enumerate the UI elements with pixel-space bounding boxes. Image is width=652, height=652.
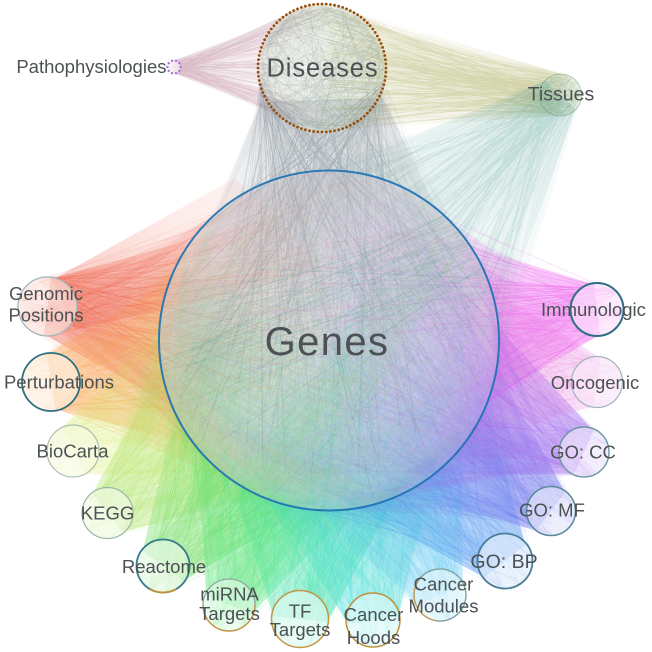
svg-text:Immunologic: Immunologic <box>541 299 646 320</box>
svg-text:Cancer: Cancer <box>344 604 404 625</box>
svg-text:Perturbations: Perturbations <box>4 372 114 393</box>
svg-text:Pathophysiologies: Pathophysiologies <box>16 56 166 77</box>
svg-text:Modules: Modules <box>409 596 479 617</box>
svg-text:Genomic: Genomic <box>9 283 83 304</box>
svg-text:Diseases: Diseases <box>266 55 378 83</box>
svg-text:GO: BP: GO: BP <box>470 551 537 573</box>
svg-text:Tissues: Tissues <box>528 84 595 106</box>
svg-text:BioCarta: BioCarta <box>37 441 110 462</box>
svg-text:Genes: Genes <box>265 320 390 364</box>
svg-text:Hoods: Hoods <box>347 627 400 648</box>
svg-text:Oncogenic: Oncogenic <box>551 372 639 393</box>
svg-text:Reactome: Reactome <box>122 556 206 577</box>
svg-text:Targets: Targets <box>199 603 260 624</box>
svg-text:Positions: Positions <box>8 305 83 326</box>
svg-text:KEGG: KEGG <box>81 503 134 524</box>
svg-text:miRNA: miRNA <box>200 584 259 605</box>
svg-text:GO: CC: GO: CC <box>550 442 616 463</box>
svg-text:Cancer: Cancer <box>414 574 474 595</box>
svg-text:Targets: Targets <box>270 619 331 640</box>
svg-text:GO: MF: GO: MF <box>519 500 585 521</box>
svg-text:TF: TF <box>289 601 312 622</box>
